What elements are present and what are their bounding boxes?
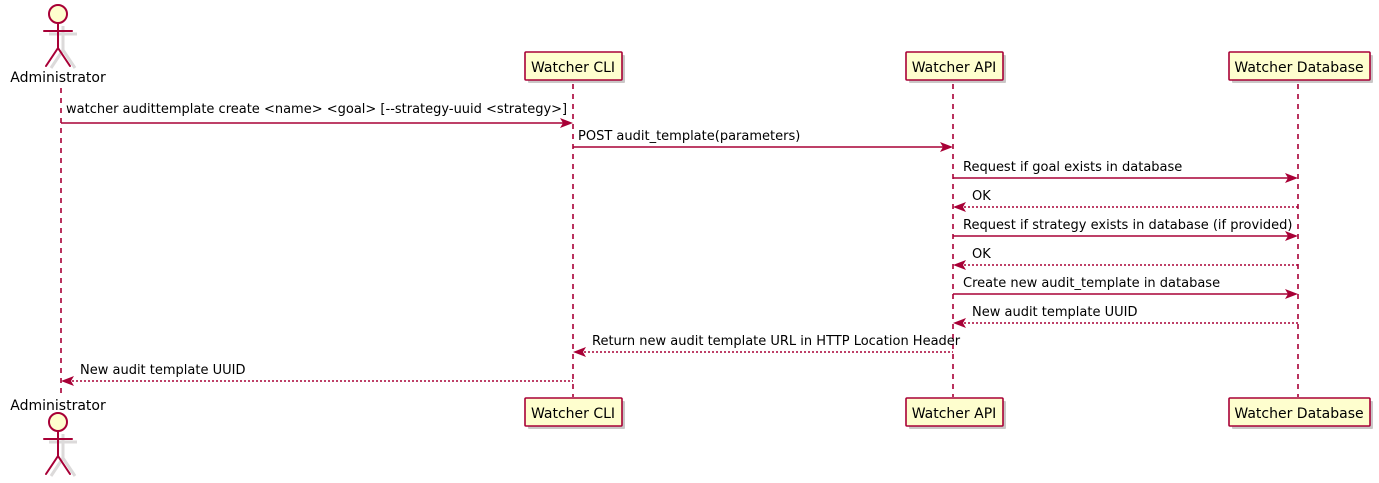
message-9[interactable]: Return new audit template URL in HTTP Lo… <box>573 334 961 357</box>
message-1-label: watcher audittemplate create <name> <goa… <box>66 102 567 117</box>
message-4-label: OK <box>972 189 991 204</box>
actor-label-administrator-top: Administrator <box>10 70 106 86</box>
message-1[interactable]: watcher audittemplate create <name> <goa… <box>61 102 573 128</box>
participant-label-watcher-api-top: Watcher API <box>912 60 997 76</box>
participant-label-watcher-api-bottom: Watcher API <box>912 406 997 422</box>
message-5[interactable]: Request if strategy exists in database (… <box>953 218 1298 241</box>
message-3-label: Request if goal exists in database <box>963 160 1182 175</box>
lifelines <box>60 84 1299 398</box>
message-4[interactable]: OK <box>953 189 1298 212</box>
actor-administrator-top[interactable]: Administrator <box>10 4 106 86</box>
message-4-arrowhead <box>953 202 966 212</box>
actor-administrator-bottom[interactable]: Administrator <box>10 398 106 477</box>
participant-box-watcher-api-bottom[interactable]: Watcher API <box>905 397 1006 429</box>
participant-box-watcher-db-top[interactable]: Watcher Database <box>1228 51 1373 83</box>
message-10-arrowhead <box>61 376 74 386</box>
actor-head-icon <box>48 4 68 24</box>
box-fill <box>524 51 623 81</box>
actor-label-administrator-bottom: Administrator <box>10 398 106 414</box>
message-8-arrowhead <box>953 318 966 328</box>
message-8-label: New audit template UUID <box>972 305 1137 320</box>
message-2[interactable]: POST audit_template(parameters) <box>573 129 953 152</box>
message-7[interactable]: Create new audit_template in database <box>953 276 1298 299</box>
participant-label-watcher-db-bottom: Watcher Database <box>1234 406 1363 422</box>
actor-icon <box>43 4 77 69</box>
message-8[interactable]: New audit template UUID <box>953 305 1298 328</box>
message-10[interactable]: New audit template UUID <box>61 363 573 386</box>
message-9-arrowhead <box>573 347 586 357</box>
message-2-arrowhead <box>940 142 953 152</box>
participant-box-watcher-db-bottom[interactable]: Watcher Database <box>1228 397 1373 429</box>
actor-icon <box>43 412 77 477</box>
message-5-label: Request if strategy exists in database (… <box>963 218 1292 233</box>
box-fill <box>524 397 623 427</box>
message-5-arrowhead <box>1285 231 1298 241</box>
participant-box-watcher-cli-top[interactable]: Watcher CLI <box>524 51 625 83</box>
message-7-label: Create new audit_template in database <box>963 276 1220 291</box>
message-3-arrowhead <box>1285 173 1298 183</box>
participant-box-watcher-api-top[interactable]: Watcher API <box>905 51 1006 83</box>
box-fill <box>905 51 1004 81</box>
message-3[interactable]: Request if goal exists in database <box>953 160 1298 183</box>
message-1-arrowhead <box>560 118 573 128</box>
message-2-label: POST audit_template(parameters) <box>578 129 800 144</box>
actor-head-icon <box>48 412 68 432</box>
message-9-label: Return new audit template URL in HTTP Lo… <box>592 334 961 349</box>
message-7-arrowhead <box>1285 289 1298 299</box>
box-fill <box>1228 397 1371 427</box>
message-6-arrowhead <box>953 260 966 270</box>
message-10-label: New audit template UUID <box>80 363 245 378</box>
participant-box-watcher-cli-bottom[interactable]: Watcher CLI <box>524 397 625 429</box>
participant-label-watcher-cli-bottom: Watcher CLI <box>531 406 615 422</box>
box-fill <box>905 397 1004 427</box>
message-6[interactable]: OK <box>953 247 1298 270</box>
participant-label-watcher-db-top: Watcher Database <box>1234 60 1363 76</box>
participant-label-watcher-cli-top: Watcher CLI <box>531 60 615 76</box>
box-fill <box>1228 51 1371 81</box>
message-6-label: OK <box>972 247 991 262</box>
